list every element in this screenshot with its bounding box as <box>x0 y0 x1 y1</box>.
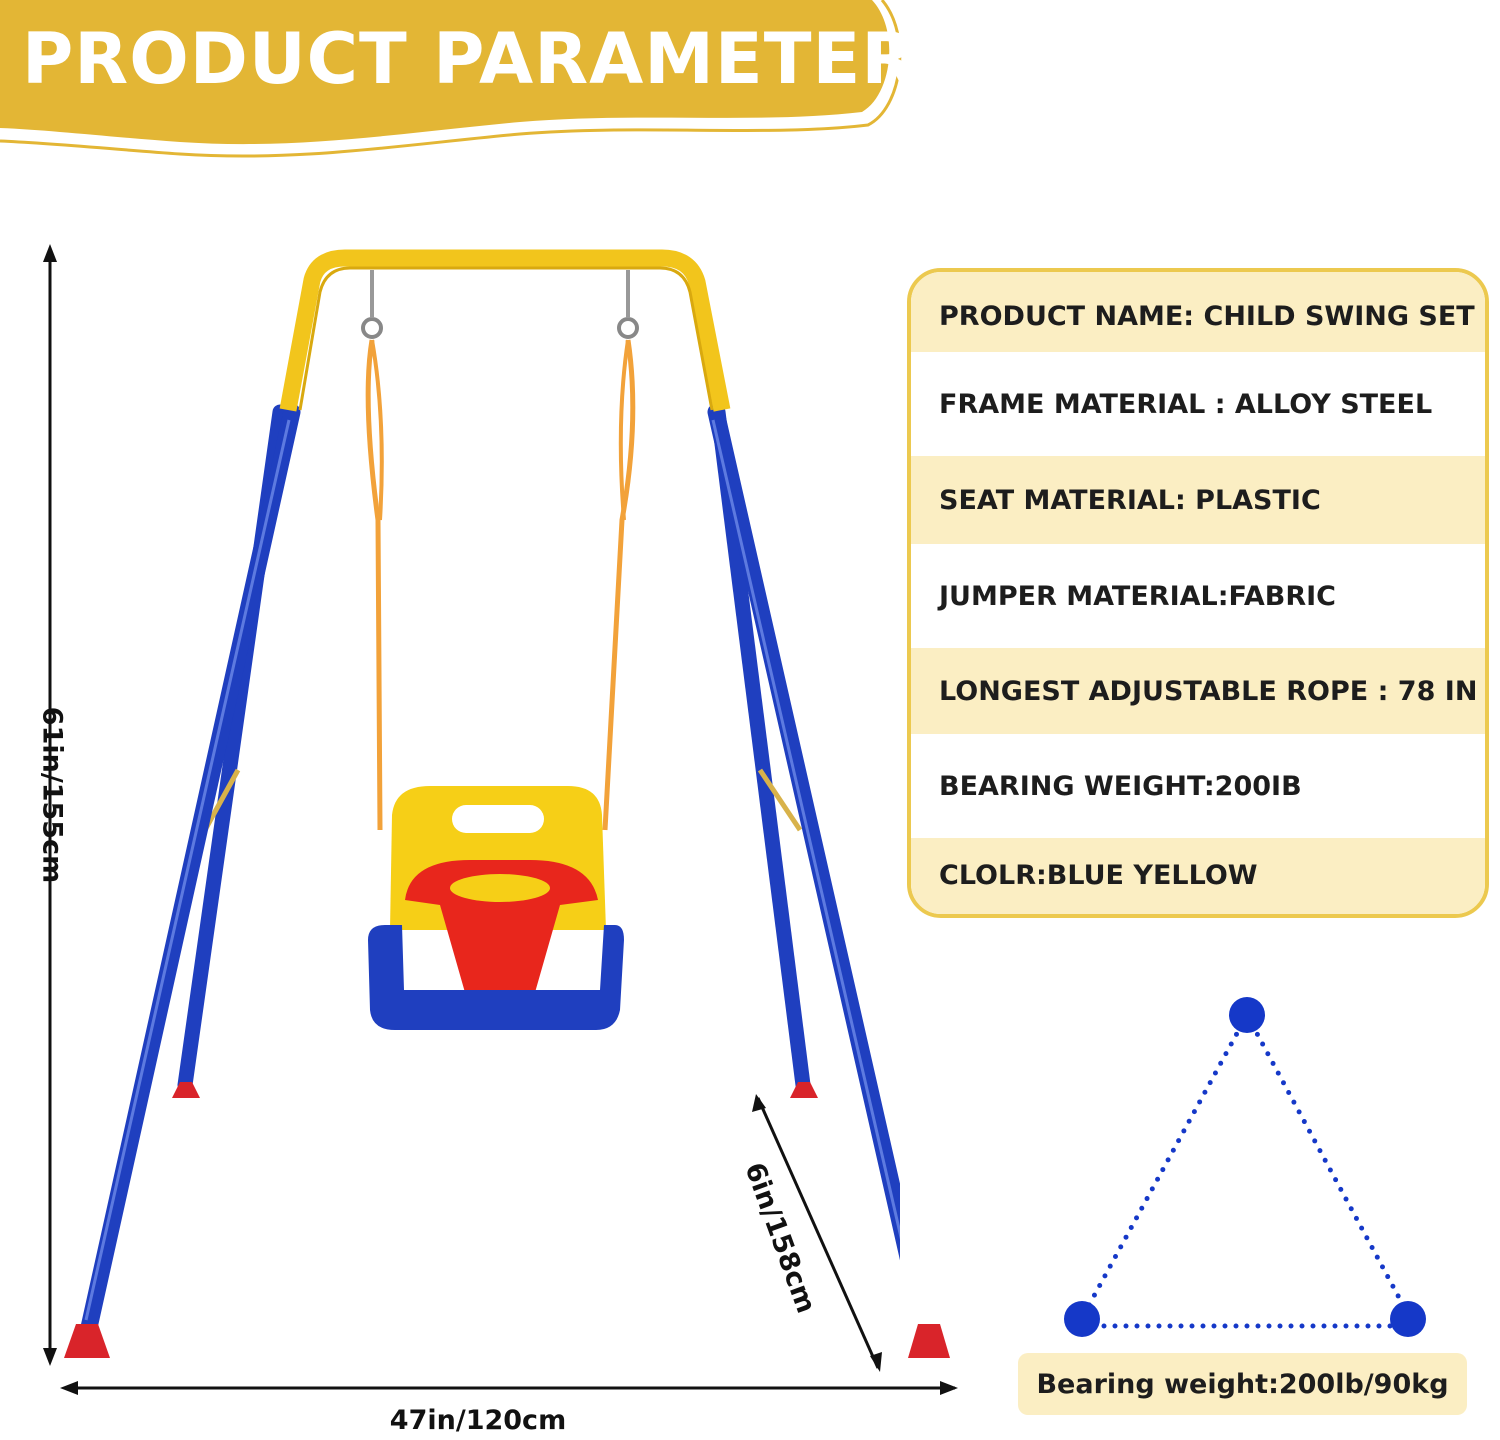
param-row-seat-material: SEAT MATERIAL: PLASTIC <box>911 456 1485 544</box>
rope-right-2 <box>618 339 630 521</box>
param-row-rope-length: LONGEST ADJUSTABLE ROPE : 78 IN <box>911 648 1485 734</box>
triangle-edge-right <box>1244 1012 1413 1321</box>
diagonal-arrow-head-top <box>752 1094 766 1112</box>
param-text: JUMPER MATERIAL:FABRIC <box>939 580 1336 612</box>
param-row-bearing-weight: BEARING WEIGHT:200IB <box>911 734 1485 838</box>
rope-left-2 <box>370 339 384 521</box>
param-row-frame-material: FRAME MATERIAL : ALLOY STEEL <box>911 352 1485 456</box>
back-foot-right <box>790 1082 818 1098</box>
bearing-weight-text: Bearing weight:200lb/90kg <box>1036 1368 1449 1400</box>
parameter-panel: PRODUCT NAME: CHILD SWING SET FRAME MATE… <box>907 268 1489 918</box>
param-text: BEARING WEIGHT:200IB <box>939 770 1302 802</box>
back-leg-right <box>710 404 811 1093</box>
brace-right <box>757 768 803 832</box>
param-text: LONGEST ADJUSTABLE ROPE : 78 IN <box>939 675 1478 707</box>
top-frame-shadow <box>298 266 714 411</box>
back-foot-left <box>172 1082 200 1098</box>
width-arrow-head-right <box>940 1381 958 1395</box>
header-banner-shape <box>0 0 890 145</box>
param-text: PRODUCT NAME: CHILD SWING SET <box>939 300 1475 332</box>
triangle-node-top <box>1229 997 1265 1033</box>
height-dimension-label: 61in/155cm <box>36 706 68 884</box>
header-banner-outline <box>0 0 902 158</box>
front-leg-left <box>79 403 301 1341</box>
param-text: SEAT MATERIAL: PLASTIC <box>939 484 1321 516</box>
front-leg-right-shine <box>711 419 900 1240</box>
brace-left <box>202 768 241 832</box>
param-row-color: CLOLR:BLUE YELLOW <box>911 838 1485 914</box>
front-feet <box>64 1324 950 1358</box>
param-row-product-name: PRODUCT NAME: CHILD SWING SET <box>911 272 1485 352</box>
page-title: PRODUCT PARAMETER <box>22 18 917 100</box>
triangle-node-right <box>1390 1301 1426 1337</box>
param-text: CLOLR:BLUE YELLOW <box>939 859 1258 891</box>
hook-right <box>617 317 639 339</box>
param-row-jumper-material: JUMPER MATERIAL:FABRIC <box>911 544 1485 648</box>
dimension-arrows <box>43 244 958 1395</box>
swing-set-illustration <box>79 249 900 1341</box>
bearing-weight-badge: Bearing weight:200lb/90kg <box>1018 1353 1467 1415</box>
top-frame <box>279 249 731 412</box>
front-leg-right <box>707 403 900 1261</box>
seat-base <box>368 925 624 1030</box>
height-arrow-head-top <box>43 244 57 262</box>
triangle-stability-icon <box>1064 997 1426 1337</box>
height-arrow-head-bottom <box>43 1348 57 1366</box>
hook-left <box>361 317 383 339</box>
triangle-node-left <box>1064 1301 1100 1337</box>
seat-handle-hole <box>452 805 544 833</box>
front-foot-right <box>908 1324 950 1358</box>
header-banner <box>0 0 902 158</box>
param-text: FRAME MATERIAL : ALLOY STEEL <box>939 388 1433 420</box>
rope-left <box>365 339 383 831</box>
triangle-edge-left <box>1079 1012 1250 1321</box>
front-foot-left <box>64 1324 110 1358</box>
seat-guard <box>405 860 598 1010</box>
diagonal-arrow-head-bottom <box>870 1352 882 1372</box>
width-dimension-label: 47in/120cm <box>389 1405 567 1436</box>
seat-guard-hole <box>450 874 550 902</box>
front-leg-left-shine <box>84 419 291 1321</box>
diagonal-arrow-line <box>756 1097 880 1369</box>
width-arrow-head-left <box>60 1381 78 1395</box>
